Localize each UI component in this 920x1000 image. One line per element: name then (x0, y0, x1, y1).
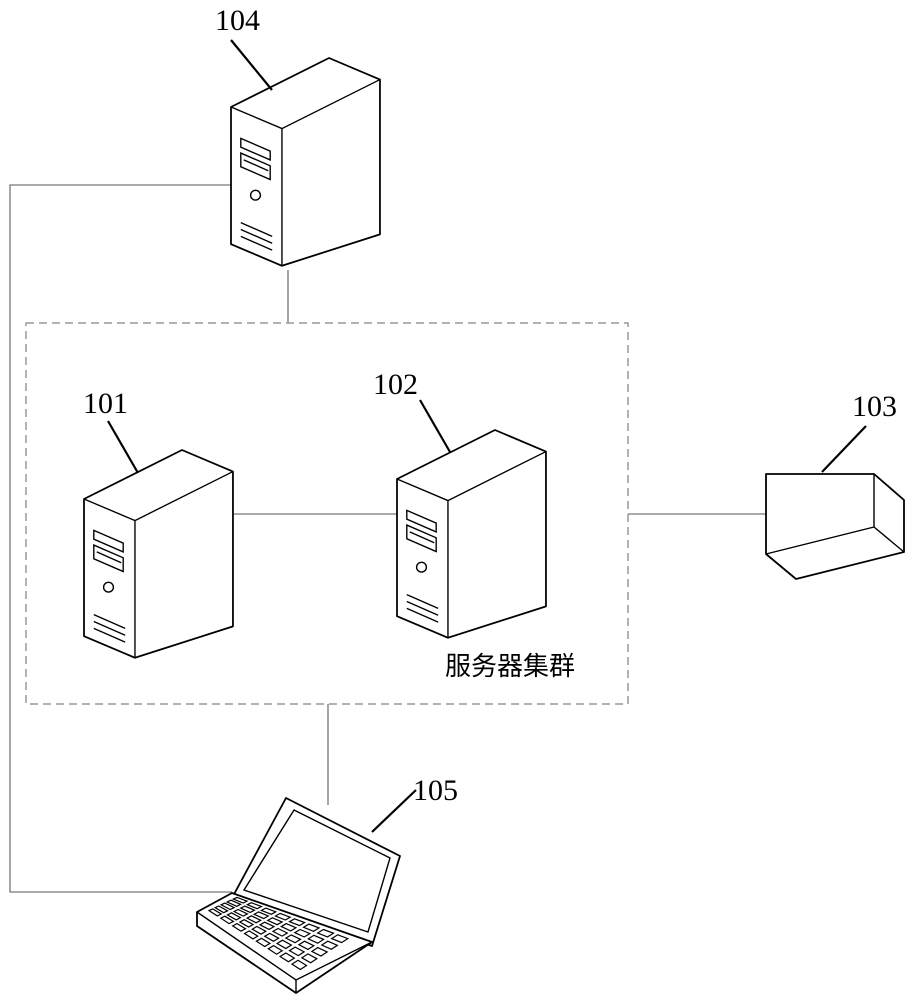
server-cluster-box (25, 322, 629, 705)
label-105: 105 (413, 774, 458, 807)
keyboard-keys (207, 896, 350, 971)
keyboard-key (263, 932, 280, 942)
keyboard-key (213, 905, 229, 914)
keyboard-key (238, 919, 255, 928)
keyboard-key (252, 911, 270, 920)
keyboard-key (225, 899, 243, 907)
laptop-105: 105 (196, 774, 458, 994)
keyboard-key (245, 915, 263, 924)
keyboard-key (297, 940, 316, 951)
leader-103 (821, 425, 867, 473)
keyboard-key (207, 908, 223, 917)
link-104-to-105 (9, 184, 232, 893)
label-103: 103 (852, 390, 897, 423)
server-icon (396, 429, 547, 639)
keyboard-key (280, 922, 298, 932)
keyboard-key (243, 930, 259, 940)
keyboard-key (245, 902, 263, 910)
keyboard-key (302, 923, 321, 932)
label-104: 104 (215, 4, 260, 37)
keyboard-key (251, 925, 268, 935)
keyboard-key (239, 905, 256, 914)
leader-104 (230, 39, 273, 91)
keyboard-key (226, 912, 242, 921)
keyboard-key (320, 940, 339, 950)
cluster-caption: 服务器集群 (445, 652, 575, 682)
keyboard-key (232, 908, 249, 917)
keyboard-key (275, 939, 293, 950)
connection-lines (9, 184, 766, 893)
device-103: 103 (765, 390, 905, 580)
keyboard-key (266, 917, 284, 926)
server-101: 101 (83, 387, 234, 659)
leader-105 (371, 789, 417, 833)
keyboard-key (258, 921, 276, 931)
laptop-icon (196, 797, 401, 994)
keyboard-key (307, 934, 325, 944)
keyboard-key (259, 907, 278, 915)
keyboard-key (274, 912, 292, 921)
keyboard-key (290, 959, 308, 971)
keyboard-key (293, 928, 312, 938)
server-104: 104 (215, 4, 381, 267)
server-102: 102 (373, 368, 547, 639)
keyboard-key (219, 902, 236, 911)
label-102: 102 (373, 368, 418, 401)
keyboard-key (284, 934, 302, 944)
server-icon (230, 57, 381, 267)
leader-101 (107, 420, 139, 474)
keyboard-key (330, 934, 350, 944)
leader-102 (419, 399, 451, 453)
keyboard-key (300, 953, 318, 964)
keyboard-key (231, 922, 247, 932)
keyboard-key (255, 937, 272, 948)
keyboard-key (288, 918, 306, 927)
keyboard-key (316, 928, 335, 938)
keyboard-key (219, 915, 235, 925)
box-icon (765, 473, 905, 580)
keyboard-key (267, 944, 284, 955)
keyboard-key (310, 946, 329, 957)
keyboard-key (271, 927, 289, 937)
server-icon (83, 449, 234, 659)
keyboard-key (278, 952, 296, 963)
label-101: 101 (83, 387, 128, 420)
keyboard-key (231, 896, 249, 904)
keyboard-key (288, 946, 306, 957)
